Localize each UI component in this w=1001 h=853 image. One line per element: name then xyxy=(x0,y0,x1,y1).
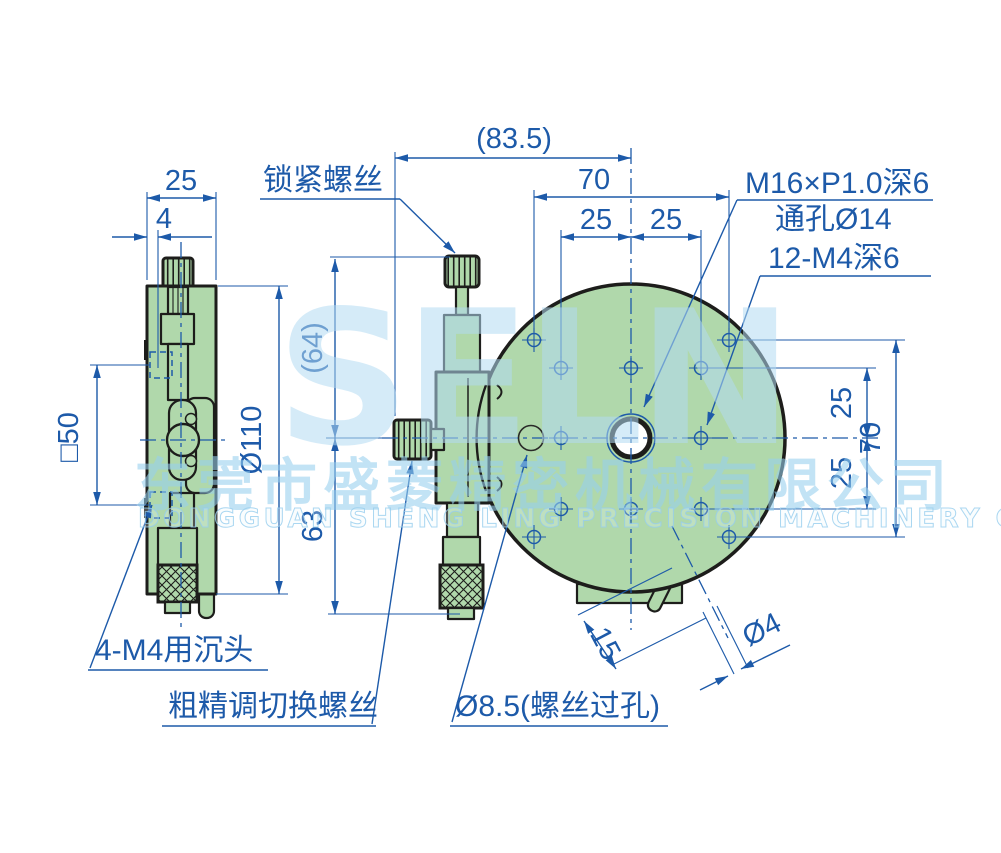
front-extension-lines xyxy=(326,152,905,615)
label-m4-holes: 12-M4深6 xyxy=(768,242,900,275)
side-view-dimensions: 25 4 □50 Ø110 xyxy=(53,165,288,595)
m4-hole xyxy=(549,497,573,521)
micrometer-thimble xyxy=(441,535,482,567)
front-view xyxy=(382,148,882,639)
worm-notch-bottom xyxy=(184,454,198,468)
dim-hole-pitch-v1: 25 xyxy=(826,387,858,419)
clamp-hook-top xyxy=(496,384,503,400)
worm-notch-top xyxy=(184,412,198,426)
micrometer-thimble-side xyxy=(156,526,199,567)
dim-mount-square: □50 xyxy=(53,412,85,462)
label-countersunk-holes: 4-M4用沉头 xyxy=(95,634,253,667)
leader-labels: 锁紧螺丝 M16×P1.0深6 通孔Ø14 12-M4深6 4-M4用沉头 粗精… xyxy=(88,164,933,727)
micrometer-column xyxy=(392,254,503,621)
dim-handle-diameter: Ø4 xyxy=(737,607,786,653)
dim-hole-pitch-h2: 25 xyxy=(650,204,682,236)
dim-hole-pitch-v2: 25 xyxy=(826,457,858,489)
micrometer-knurl-side xyxy=(156,563,199,604)
dim-hole-pitch-h1: 25 xyxy=(580,204,612,236)
dim-overall-depth: (83.5) xyxy=(476,123,552,155)
dim-hole-span-v: 70 xyxy=(855,422,887,454)
lock-knob-side xyxy=(161,256,195,291)
dim-upper-height: (64) xyxy=(297,322,329,374)
micrometer-shaft-side xyxy=(168,491,196,530)
m4-hole xyxy=(522,525,546,549)
dim-lower-height: 63 xyxy=(297,510,329,542)
clamp-hook-bottom xyxy=(496,476,503,492)
front-view-dimensions: (83.5) 70 25 25 (64) 63 25 25 70 15 Ø4 xyxy=(297,123,900,691)
label-coarse-fine-switch: 粗精调切换螺丝 xyxy=(168,690,378,723)
label-center-thread: M16×P1.0深6 xyxy=(745,167,929,200)
coarse-fine-thumbscrew xyxy=(392,418,433,461)
lock-screw-knob xyxy=(443,254,481,289)
thumbscrew-stem xyxy=(429,427,446,452)
side-view xyxy=(140,242,226,628)
dim-plate-offset: 4 xyxy=(156,203,172,235)
lock-screw-stem xyxy=(454,285,470,317)
micrometer-knurl xyxy=(438,563,485,610)
label-screw-pass-hole: Ø8.5(螺丝过孔) xyxy=(455,690,660,723)
dim-body-width: 25 xyxy=(165,165,197,197)
screw-housing xyxy=(159,312,196,346)
label-lock-screw: 锁紧螺丝 xyxy=(263,164,383,197)
dim-hole-span-h: 70 xyxy=(578,164,610,196)
column-sleeve xyxy=(442,313,482,375)
micrometer-cap-side xyxy=(163,600,192,615)
handle-centerline xyxy=(671,525,729,639)
label-center-through-hole: 通孔Ø14 xyxy=(775,203,892,236)
m4-hole xyxy=(549,356,573,380)
micrometer-neck xyxy=(445,501,480,539)
dim-stage-diameter: Ø110 xyxy=(236,406,268,475)
